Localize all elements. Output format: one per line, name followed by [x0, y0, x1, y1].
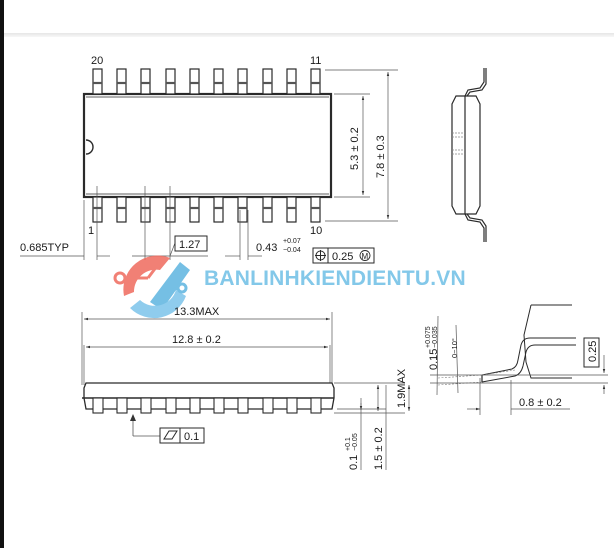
lead-thickness-dim: 0.15 [428, 349, 440, 370]
coplanarity-frame: 0.1 [159, 427, 205, 444]
top-pins [92, 68, 321, 95]
coplanarity-value: 0.1 [184, 431, 199, 443]
pin-label-11: 11 [310, 55, 321, 67]
pin-label-10: 10 [310, 225, 322, 237]
lead-width-tol-plus: +0.07 [283, 238, 301, 245]
end-view [451, 68, 487, 242]
svg-text:M: M [362, 252, 369, 261]
pitch-dim: 1.27 [179, 239, 200, 251]
watermark: BANLINHKIENDIENTU.VN [113, 255, 466, 319]
lead-width-tol-minus: −0.04 [283, 247, 301, 254]
bottom-pins [92, 196, 321, 223]
pin-label-1: 1 [88, 225, 94, 237]
lead-offset-dim: 0.685TYP [20, 242, 69, 254]
position-tolerance-frame: 0.25 M [312, 247, 375, 264]
circuit-logo-icon [113, 255, 190, 319]
flatness-icon [163, 430, 178, 440]
lead-width-dim: 0.43 [256, 242, 277, 254]
watermark-text: BANLINHKIENDIENTU.VN [204, 267, 466, 290]
standoff-dim: 0.1 [348, 455, 360, 470]
window-left-edge [0, 0, 4, 548]
overall-length-dim: 13.3MAX [174, 306, 220, 318]
max-height-dim: 1.9MAX [396, 368, 408, 408]
body-height-dim: 1.5 ± 0.2 [373, 427, 385, 470]
panel-top-shadow [4, 33, 614, 37]
position-tol-value: 0.25 [332, 251, 353, 263]
standoff-tol-minus: −0.05 [352, 433, 359, 451]
gauge-plane-dim: 0.25 [587, 341, 599, 362]
standoff-tol-plus: +0.1 [345, 437, 352, 451]
lead-thickness-tol-plus: +0.075 [425, 326, 432, 348]
foot-length-dim: 0.8 ± 0.2 [519, 397, 562, 409]
side-view [81, 312, 411, 470]
lead-detail [430, 304, 608, 415]
body-width-dim: 5.3 ± 0.2 [349, 127, 361, 170]
pin-label-20: 20 [91, 55, 103, 67]
lead-angle-dim: 0~10° [450, 338, 459, 358]
pin1-notch-icon [85, 139, 94, 155]
pitch-box [174, 235, 208, 252]
package-body [82, 92, 333, 199]
top-view [20, 68, 398, 260]
mmc-icon [359, 250, 371, 261]
body-length-dim: 12.8 ± 0.2 [172, 334, 221, 346]
overall-width-dim: 7.8 ± 0.3 [375, 135, 387, 178]
lead-thickness-tol-minus: −0.035 [432, 326, 439, 348]
gauge-plane-box [583, 337, 600, 368]
